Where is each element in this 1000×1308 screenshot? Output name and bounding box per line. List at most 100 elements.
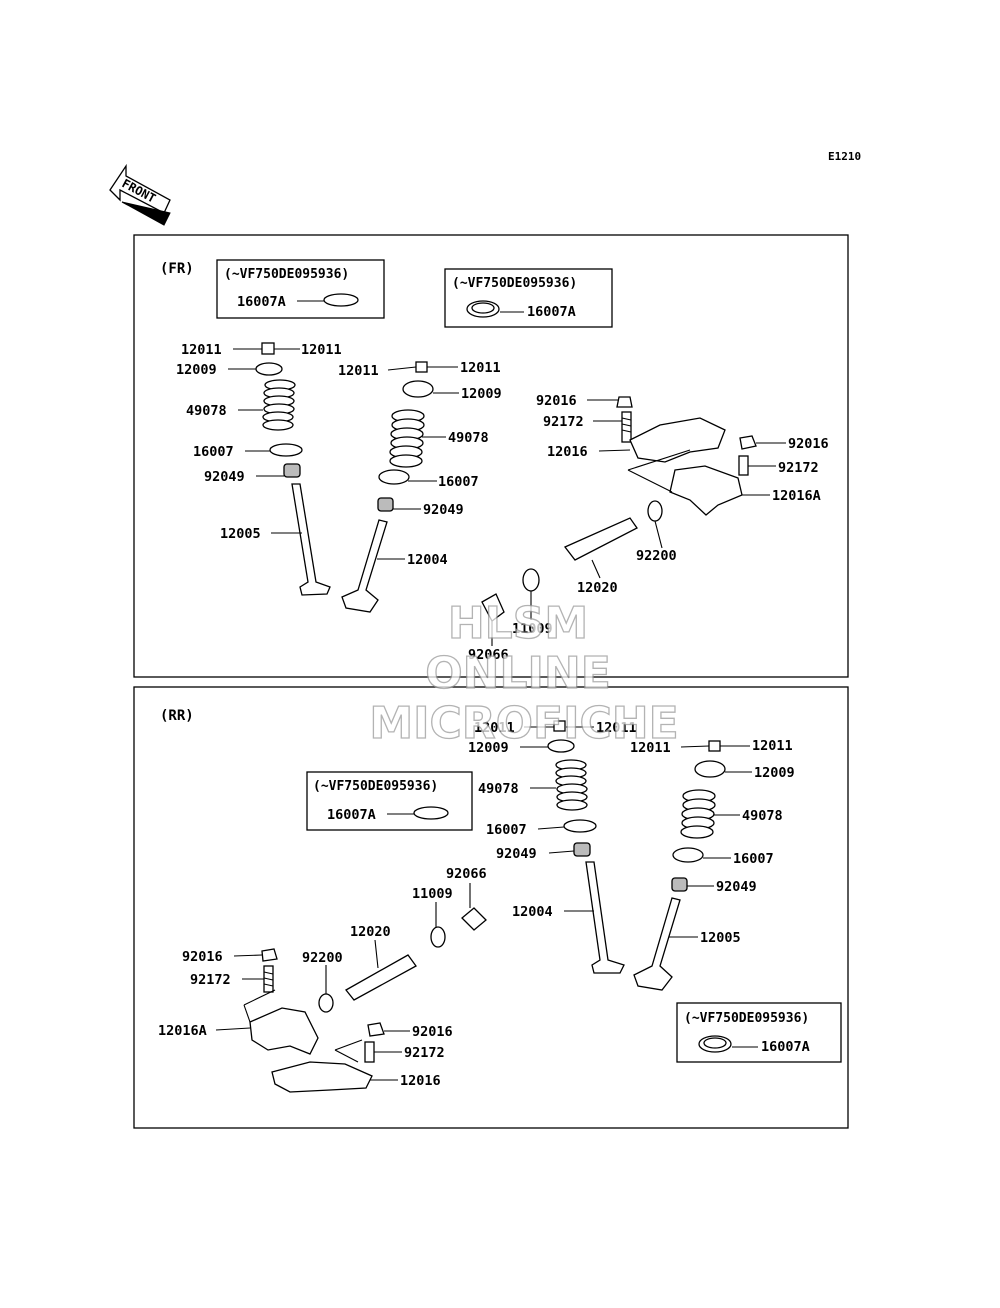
nut-icon (616, 396, 633, 408)
stem-seal-icon (671, 877, 688, 892)
part-label: 92200 (636, 548, 677, 564)
part-label: 12004 (407, 552, 448, 568)
part-label: 12011 (460, 360, 501, 376)
adjuster-screw-icon (738, 455, 749, 476)
watermark-line: MICROFICHE (369, 698, 678, 749)
rocker-shaft-icon (563, 517, 638, 561)
rr-note-box-2: (~VF750DE095936) 16007A (676, 1002, 842, 1063)
rocker-arm-icon (271, 1061, 373, 1093)
part-label: 49078 (448, 430, 489, 446)
part-label: 92016 (412, 1024, 453, 1040)
plug-icon (481, 593, 505, 622)
nut-icon (739, 435, 757, 450)
part-label: 12020 (577, 580, 618, 596)
stem-seal-icon (283, 463, 301, 478)
fr-note-box-1: (~VF750DE095936) 16007A (216, 259, 385, 319)
valve-icon (291, 483, 331, 596)
front-arrow-icon: FRONT (109, 163, 171, 226)
part-label: 49078 (478, 781, 519, 797)
part-label: 12011 (301, 342, 342, 358)
fr-note-1-part: 16007A (237, 294, 286, 310)
fr-note-2-part: 16007A (527, 304, 576, 320)
rr-note-1-part: 16007A (327, 807, 376, 823)
part-label: 92016 (182, 949, 223, 965)
cotter-icon (553, 720, 566, 732)
retainer-icon (547, 739, 575, 753)
fr-rocker-arm-assembly (481, 396, 757, 622)
rr-leader-lines (215, 726, 752, 1081)
nut-icon (261, 948, 278, 962)
plug-icon (461, 907, 487, 931)
o-ring-icon (318, 993, 334, 1013)
part-label: 92172 (778, 460, 819, 476)
rr-note-box-1: (~VF750DE095936) 16007A (306, 771, 473, 831)
fr-note-2-header: (~VF750DE095936) (452, 276, 577, 291)
washer-icon (413, 806, 449, 820)
fr-note-1-header: (~VF750DE095936) (224, 267, 349, 282)
nut-icon (367, 1022, 385, 1037)
spring-seat-icon (378, 469, 410, 485)
spring-seat-icon (672, 847, 704, 863)
part-label: 16007 (438, 474, 479, 490)
fr-exhaust-valve-assembly (255, 342, 331, 596)
part-label: 12009 (461, 386, 502, 402)
retainer-icon (255, 362, 283, 376)
valve-icon (341, 519, 388, 613)
valve-icon (585, 861, 625, 974)
part-label: 12011 (752, 738, 793, 754)
part-label: 49078 (186, 403, 227, 419)
part-label: 92172 (190, 972, 231, 988)
part-label: 92049 (496, 846, 537, 862)
part-label: 12011 (630, 740, 671, 756)
rr-note-2-part: 16007A (761, 1039, 810, 1055)
part-label: 12016A (772, 488, 821, 504)
part-label: 12020 (350, 924, 391, 940)
o-ring-icon (647, 500, 663, 522)
fr-note-box-2: (~VF750DE095936) 16007A (444, 268, 613, 328)
fr-section-title: (FR) (160, 261, 194, 277)
part-label: 12011 (338, 363, 379, 379)
retainer-icon (402, 380, 434, 398)
rocker-arm-icon (249, 1007, 319, 1055)
fr-leader-lines (228, 348, 786, 646)
valve-icon (633, 897, 681, 991)
part-label: 11009 (512, 621, 553, 637)
fr-part-labels: 12011 12011 12009 49078 16007 92049 1200… (176, 342, 829, 663)
stem-seal-icon (573, 842, 591, 857)
rocker-arm-icon (669, 465, 743, 516)
part-label: 12005 (220, 526, 261, 542)
part-label: 16007 (486, 822, 527, 838)
part-label: 12009 (176, 362, 217, 378)
rr-intake-valve-assembly (547, 720, 625, 974)
rr-section-frame (133, 686, 849, 1129)
adjuster-screw-icon (263, 965, 274, 993)
part-label: 92016 (788, 436, 829, 452)
adjuster-screw-icon (621, 411, 632, 443)
part-label: 12016 (547, 444, 588, 460)
fr-section-frame (133, 234, 849, 678)
diagram-code: E1210 (828, 150, 861, 163)
rocker-arm-icon (629, 417, 726, 463)
part-label: 12011 (596, 720, 637, 736)
part-label: 12011 (181, 342, 222, 358)
rocker-shaft-icon (345, 954, 417, 1001)
part-label: 12009 (754, 765, 795, 781)
cotter-icon (708, 740, 721, 752)
fr-intake-valve-assembly (341, 361, 434, 613)
watermark-line: ONLINE (425, 648, 611, 699)
spring-seat-icon (563, 819, 597, 833)
rr-note-1-header: (~VF750DE095936) (313, 779, 438, 794)
adjuster-screw-icon (364, 1041, 375, 1063)
retainer-icon (694, 760, 726, 778)
spring-icon (680, 789, 716, 839)
part-label: 92049 (204, 469, 245, 485)
part-label: 92172 (543, 414, 584, 430)
part-label: 16007 (193, 444, 234, 460)
part-label: 11009 (412, 886, 453, 902)
rr-note-2-header: (~VF750DE095936) (684, 1011, 809, 1026)
part-label: 49078 (742, 808, 783, 824)
part-label: 12016 (400, 1073, 441, 1089)
part-label: 12004 (512, 904, 553, 920)
